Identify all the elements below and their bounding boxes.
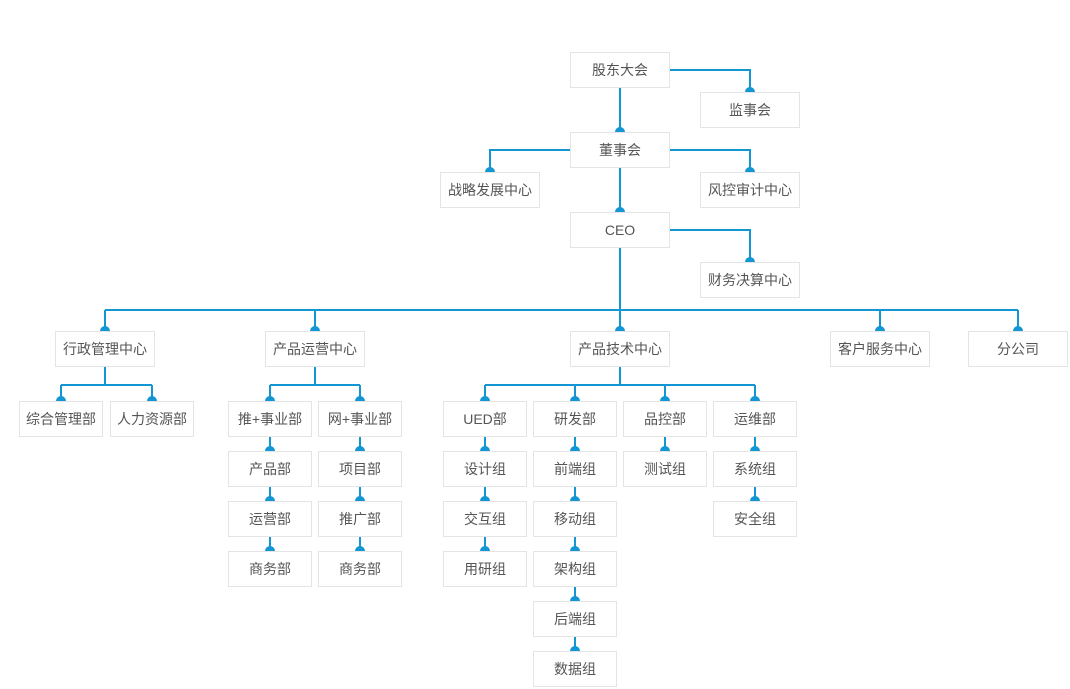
org-node-design-group: 设计组	[443, 451, 527, 487]
org-node-wang-division: 网+事业部	[318, 401, 402, 437]
org-node-shareholders: 股东大会	[570, 52, 670, 88]
org-node-operation-dept: 运营部	[228, 501, 312, 537]
org-node-om-dept: 运维部	[713, 401, 797, 437]
org-node-system-group: 系统组	[713, 451, 797, 487]
org-node-risk-audit-center: 风控审计中心	[700, 172, 800, 208]
org-node-business-dept-tui: 商务部	[228, 551, 312, 587]
org-node-finance-center: 财务决算中心	[700, 262, 800, 298]
org-node-general-dept: 综合管理部	[19, 401, 103, 437]
org-node-test-group: 测试组	[623, 451, 707, 487]
org-node-hr-dept: 人力资源部	[110, 401, 194, 437]
org-node-project-dept: 项目部	[318, 451, 402, 487]
org-node-service-center: 客户服务中心	[830, 331, 930, 367]
org-node-supervisors: 监事会	[700, 92, 800, 128]
org-node-promotion-dept: 推广部	[318, 501, 402, 537]
org-node-frontend-group: 前端组	[533, 451, 617, 487]
org-node-ued-dept: UED部	[443, 401, 527, 437]
org-node-ceo: CEO	[570, 212, 670, 248]
org-node-strategy-center: 战略发展中心	[440, 172, 540, 208]
org-node-backend-group: 后端组	[533, 601, 617, 637]
org-node-mobile-group: 移动组	[533, 501, 617, 537]
org-node-tui-division: 推+事业部	[228, 401, 312, 437]
org-node-security-group: 安全组	[713, 501, 797, 537]
org-node-branch-company: 分公司	[968, 331, 1068, 367]
org-node-rd-dept: 研发部	[533, 401, 617, 437]
org-node-board: 董事会	[570, 132, 670, 168]
org-node-data-group: 数据组	[533, 651, 617, 687]
org-node-business-dept-wang: 商务部	[318, 551, 402, 587]
org-node-interaction-group: 交互组	[443, 501, 527, 537]
org-node-research-group: 用研组	[443, 551, 527, 587]
org-node-tech-center: 产品技术中心	[570, 331, 670, 367]
org-node-product-dept: 产品部	[228, 451, 312, 487]
org-node-admin-center: 行政管理中心	[55, 331, 155, 367]
org-node-ops-center: 产品运营中心	[265, 331, 365, 367]
org-node-arch-group: 架构组	[533, 551, 617, 587]
org-node-qc-dept: 品控部	[623, 401, 707, 437]
